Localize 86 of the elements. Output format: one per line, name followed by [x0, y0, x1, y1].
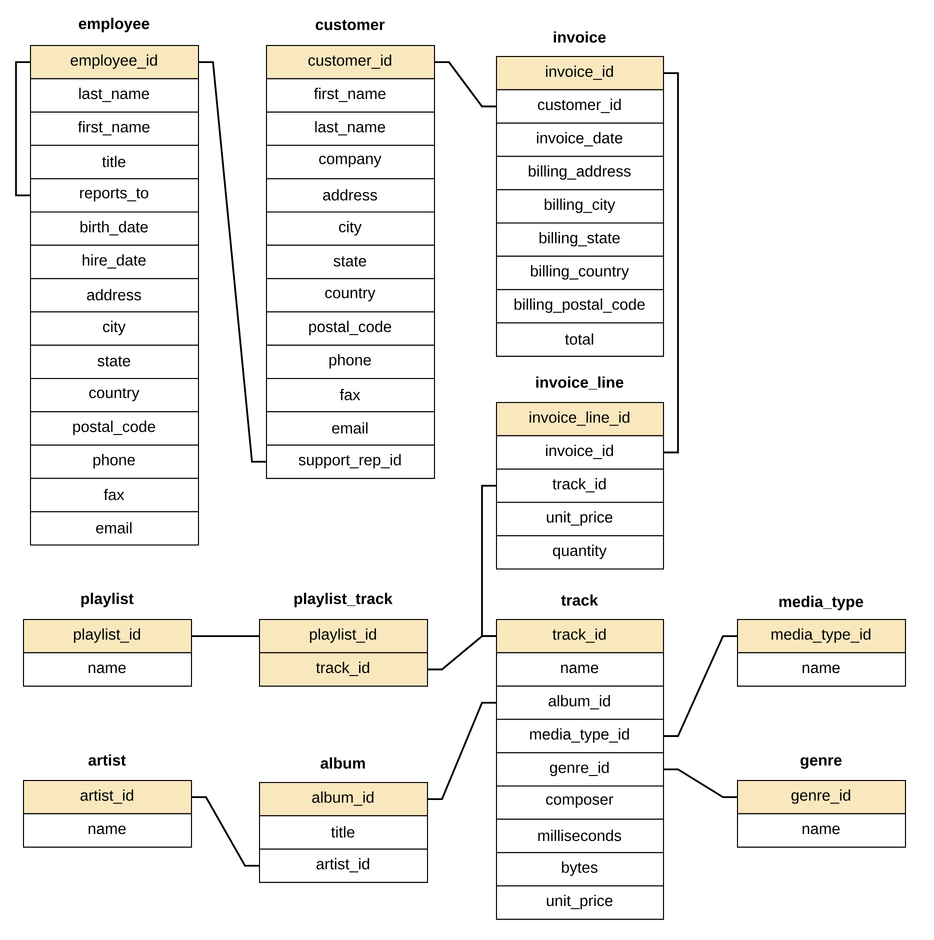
key-row: employee_id	[30, 45, 199, 80]
field-row: name	[737, 813, 906, 848]
node-label: artist	[88, 754, 126, 766]
field-row: address	[266, 178, 435, 212]
key-row: album_id	[259, 782, 428, 816]
field-row: name	[23, 813, 192, 848]
field-row: postal_code	[266, 311, 435, 346]
field-row: country	[30, 378, 199, 412]
field-row: fax	[266, 378, 435, 412]
key-row: media_type_id	[737, 619, 906, 654]
connector-line	[428, 635, 496, 670]
node-label: customer	[316, 20, 385, 30]
field-row: postal_code	[30, 411, 199, 446]
field-row: billing_country	[496, 256, 664, 290]
field-row: customer_id	[496, 89, 664, 124]
field-row: phone	[30, 444, 199, 479]
field-row: state	[30, 344, 199, 379]
node-label: invoice_line	[536, 376, 624, 390]
node-label: playlist	[81, 592, 134, 608]
field-row: last_name	[266, 112, 435, 146]
field-row: media_type_id	[496, 718, 664, 754]
field-row: album_id	[496, 686, 664, 720]
field-row: artist_id	[259, 848, 428, 883]
field-row: unit_price	[496, 502, 664, 536]
connector-line	[192, 796, 259, 867]
field-row: fax	[30, 478, 199, 512]
field-row: billing_address	[496, 156, 664, 190]
connector-line	[481, 484, 496, 638]
field-row: name	[737, 652, 906, 687]
key-row: genre_id	[737, 780, 906, 814]
field-row: track_id	[496, 468, 664, 503]
key-row: customer_id	[266, 45, 435, 80]
node-label: invoice	[554, 31, 606, 43]
field-row: unit_price	[496, 885, 664, 920]
field-row: phone	[266, 344, 435, 379]
key-row: invoice_line_id	[496, 402, 664, 436]
key-row: playlist_id	[259, 619, 428, 654]
field-row: birth_date	[30, 212, 199, 246]
field-row: address	[30, 278, 199, 312]
field-row: email	[30, 511, 199, 546]
node-label: playlist_track	[294, 592, 393, 608]
field-row: city	[30, 311, 199, 346]
field-row: reports_to	[30, 178, 199, 212]
connector-line	[15, 61, 30, 196]
connector-line	[192, 635, 259, 638]
key-row: playlist_id	[23, 619, 192, 654]
field-row: composer	[496, 786, 664, 820]
field-row: invoice_id	[496, 435, 664, 470]
node-label: album	[320, 757, 365, 769]
field-row: first_name	[30, 112, 199, 146]
field-row: invoice_date	[496, 122, 664, 157]
field-row: country	[266, 278, 435, 312]
node-label: media_type	[779, 596, 864, 610]
key-row: invoice_id	[496, 56, 664, 90]
field-row: last_name	[30, 78, 199, 113]
field-row: state	[266, 244, 435, 280]
connector-line	[664, 72, 679, 454]
field-row: bytes	[496, 852, 664, 886]
connector-line	[428, 702, 496, 800]
field-row: total	[496, 322, 664, 357]
node-label: employee	[78, 18, 150, 32]
connector-line	[199, 61, 266, 463]
field-row: billing_city	[496, 189, 664, 224]
field-row: title	[259, 815, 428, 850]
field-row: name	[23, 652, 192, 687]
field-row: support_rep_id	[266, 444, 435, 479]
key-row: track_id	[496, 619, 664, 654]
connector-line	[435, 61, 496, 108]
connector-line	[664, 768, 737, 798]
field-row: title	[30, 144, 199, 180]
field-row: company	[266, 144, 435, 180]
key-row: track_id	[259, 652, 428, 687]
node-label: track	[561, 594, 598, 606]
connector-line	[664, 635, 737, 737]
field-row: quantity	[496, 535, 664, 570]
field-row: billing_state	[496, 222, 664, 257]
field-row: city	[266, 212, 435, 246]
field-row: billing_postal_code	[496, 289, 664, 324]
field-row: milliseconds	[496, 818, 664, 854]
field-row: first_name	[266, 78, 435, 113]
field-row: name	[496, 652, 664, 687]
key-row: artist_id	[23, 780, 192, 814]
field-row: hire_date	[30, 244, 199, 280]
field-row: genre_id	[496, 752, 664, 786]
node-label: genre	[800, 757, 842, 769]
field-row: email	[266, 411, 435, 446]
